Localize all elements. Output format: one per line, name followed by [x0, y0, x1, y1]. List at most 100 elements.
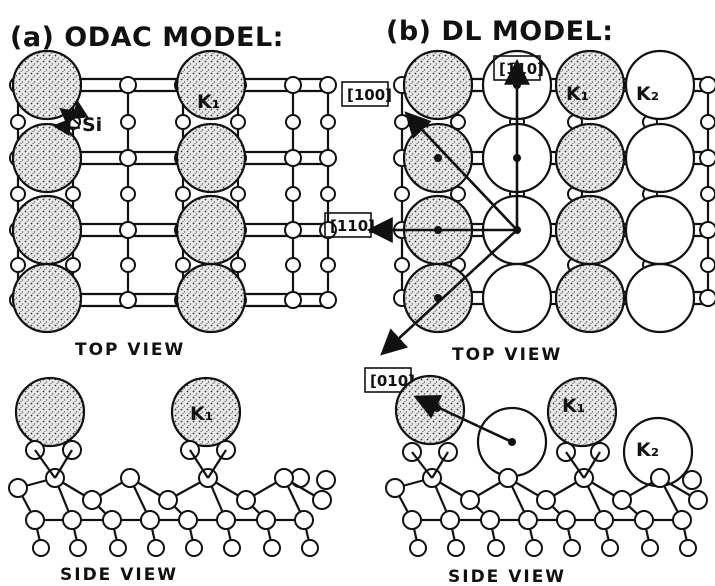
dir-010-label: [010]: [364, 367, 415, 393]
svg-text:[100]: [100]: [347, 86, 392, 104]
bond: [54, 449, 73, 479]
direction-arrows: [366, 58, 530, 356]
k-atom-shaded: [11, 262, 83, 334]
panel-a-side-view: [8, 376, 336, 557]
k-atom-open: [624, 262, 696, 334]
si-atom: [102, 510, 122, 530]
si-atom: [641, 539, 659, 557]
si-atom: [385, 478, 405, 498]
si-atom: [440, 510, 460, 530]
si-atom: [263, 539, 281, 557]
si-atom: [679, 539, 697, 557]
si-pointer-lines: [52, 100, 89, 137]
si-atom: [699, 289, 715, 307]
k-atom-shaded: [11, 194, 83, 266]
si-atom: [320, 257, 336, 273]
si-atom: [178, 510, 198, 530]
si-atom: [601, 539, 619, 557]
si-atom: [594, 510, 614, 530]
k-atom-open: [624, 122, 696, 194]
si-atom: [525, 539, 543, 557]
si-atom: [394, 186, 410, 202]
bond: [583, 451, 601, 479]
k-atom-shaded: [554, 194, 626, 266]
si-atom: [450, 186, 466, 202]
si-atom: [119, 149, 137, 167]
si-atom: [284, 221, 302, 239]
si-atom: [285, 257, 301, 273]
si-atom: [699, 221, 715, 239]
si-atom: [612, 490, 632, 510]
arrow-010: [380, 229, 518, 356]
dir-1-10-label: [1̄10]: [493, 55, 544, 81]
si-atom: [8, 478, 28, 498]
si-atom: [402, 510, 422, 530]
panel-a-title: (a) ODAC MODEL:: [10, 22, 284, 53]
panel-a-k1-label: K₁: [197, 91, 220, 113]
k-atom-shaded: [175, 262, 247, 334]
si-atom: [319, 291, 337, 309]
si-atom: [319, 221, 337, 239]
si-atom: [319, 76, 337, 94]
bond: [189, 449, 209, 479]
si-atom: [700, 186, 715, 202]
k-atom-shaded: [175, 194, 247, 266]
k-atom-shaded: [11, 49, 83, 121]
si-atom: [556, 510, 576, 530]
si-atom: [120, 114, 136, 130]
k-atom-open: [624, 49, 696, 121]
panel-b-k2-label: K₂: [636, 83, 659, 105]
k-atom-shaded: [402, 49, 474, 121]
k-atom-open: [481, 262, 553, 334]
si-atom: [119, 291, 137, 309]
k-atom-shaded: [394, 374, 466, 446]
si-atom: [319, 149, 337, 167]
si-atom: [32, 539, 50, 557]
k-atom-shaded: [11, 122, 83, 194]
si-atom: [230, 257, 246, 273]
k-atom-shaded: [554, 49, 626, 121]
si-atom: [498, 468, 518, 488]
si-atom: [140, 510, 160, 530]
si-atom: [10, 257, 26, 273]
si-atom: [120, 257, 136, 273]
panel-b-top-view: [393, 49, 715, 334]
si-atom: [536, 490, 556, 510]
si-atom: [25, 510, 45, 530]
arrow-side-010: [413, 395, 513, 444]
si-atom: [175, 186, 191, 202]
si-atom: [10, 186, 26, 202]
si-atom: [175, 257, 191, 273]
panel-b-side-view: [385, 374, 708, 557]
si-atom: [230, 186, 246, 202]
si-atom: [119, 221, 137, 239]
si-atom: [82, 490, 102, 510]
si-atom: [394, 114, 410, 130]
bond: [207, 449, 227, 479]
si-atom: [312, 490, 332, 510]
si-atom: [284, 149, 302, 167]
si-atom: [230, 114, 246, 130]
panel-a-side-view-label: SIDE VIEW: [60, 565, 178, 585]
si-atom: [120, 468, 140, 488]
si-atom: [480, 510, 500, 530]
bond: [34, 449, 56, 479]
si-atom: [294, 510, 314, 530]
si-atom: [10, 114, 26, 130]
panel-b-side-k1-label: K₁: [562, 395, 585, 417]
bond: [411, 451, 433, 479]
si-atom: [563, 539, 581, 557]
si-atom: [409, 539, 427, 557]
k-atom-shaded: [175, 122, 247, 194]
si-atom: [700, 257, 715, 273]
si-atom: [320, 186, 336, 202]
svg-text:[110]: [110]: [330, 217, 375, 235]
si-atom: [672, 510, 692, 530]
dir-100-label: [100]: [341, 81, 392, 107]
k-atom-shaded: [14, 376, 86, 448]
si-atom: [120, 186, 136, 202]
si-atom: [682, 470, 702, 490]
k-atom-shaded: [546, 376, 618, 448]
si-atom: [487, 539, 505, 557]
